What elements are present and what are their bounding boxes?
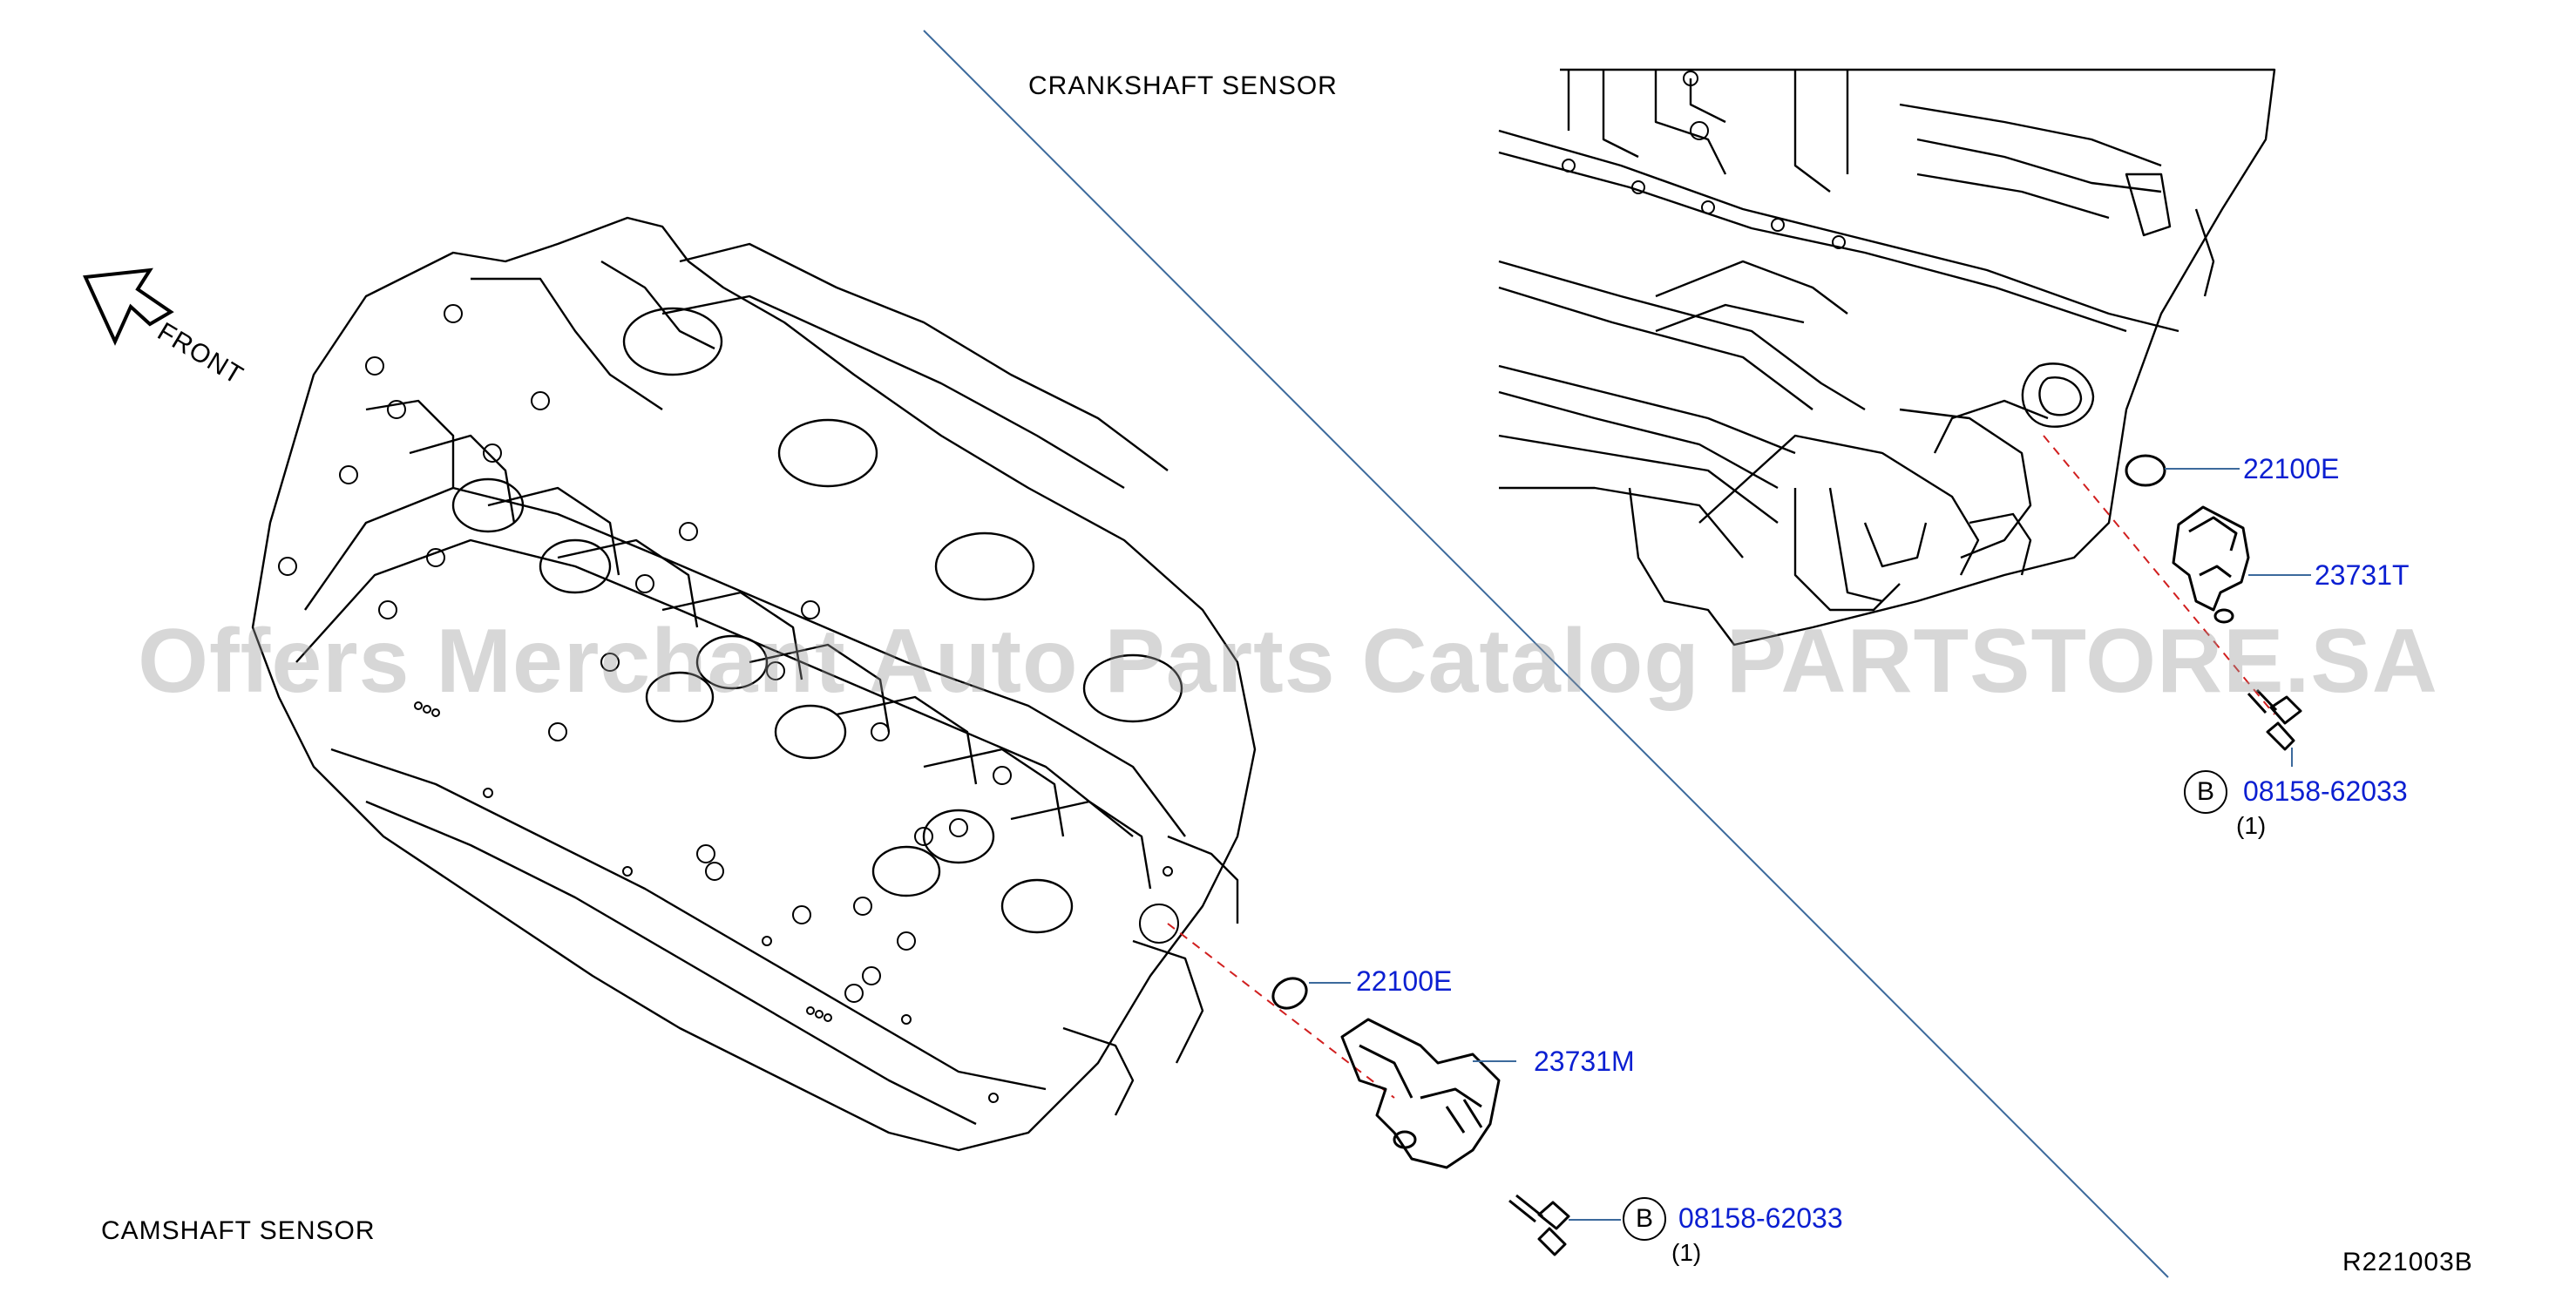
- cam-sensor-parts: [1271, 977, 1570, 1256]
- crank-sensor-part-number[interactable]: 23731T: [2315, 559, 2410, 591]
- cylinder-head-ports: [451, 307, 1183, 934]
- camshaft-sensor-title: CAMSHAFT SENSOR: [101, 1216, 376, 1245]
- crank-guide-dash: [2043, 435, 2275, 715]
- engine-block-bolt-holes: [1562, 71, 1846, 249]
- crank-bolt-badge: B: [2184, 770, 2227, 814]
- engine-block-drawing: [1498, 68, 2276, 646]
- crank-oring-part-number[interactable]: 22100E: [2243, 453, 2340, 484]
- cam-leader-lines: [1309, 982, 1621, 1221]
- cam-bolt-part-number[interactable]: 08158-62033: [1678, 1202, 1843, 1234]
- cam-sensor-icon: [1340, 1018, 1501, 1169]
- crank-bolt-quantity: (1): [2236, 812, 2267, 839]
- crank-bolt-icon: [2247, 688, 2302, 751]
- crank-sensor-icon: [2172, 505, 2250, 624]
- crank-bolt-part-number[interactable]: 08158-62033: [2243, 775, 2408, 807]
- cam-sensor-part-number[interactable]: 23731M: [1534, 1046, 1635, 1077]
- diagram-ref-code: R221003B: [2342, 1248, 2473, 1276]
- cam-bolt-badge: B: [1623, 1197, 1666, 1241]
- cam-bolt-icon: [1508, 1194, 1570, 1256]
- watermark: Offers Merchant Auto Parts Catalog PARTS…: [138, 611, 2438, 712]
- crankshaft-sensor-title: CRANKSHAFT SENSOR: [1028, 71, 1338, 100]
- cam-oring-icon: [1271, 977, 1308, 1010]
- cam-oring-part-number[interactable]: 22100E: [1356, 965, 1453, 997]
- cylinder-head-bolts: [278, 304, 1179, 1103]
- cylinder-head-drawing: [251, 216, 1257, 1152]
- cam-guide-dash: [1167, 923, 1395, 1099]
- cam-bolt-quantity: (1): [1671, 1239, 1702, 1266]
- crank-leader-lines: [2165, 468, 2311, 767]
- front-arrow-icon: [83, 267, 174, 346]
- section-divider: [923, 30, 2169, 1278]
- crank-oring-icon: [2125, 454, 2166, 487]
- crank-sensor-parts: [2125, 454, 2302, 751]
